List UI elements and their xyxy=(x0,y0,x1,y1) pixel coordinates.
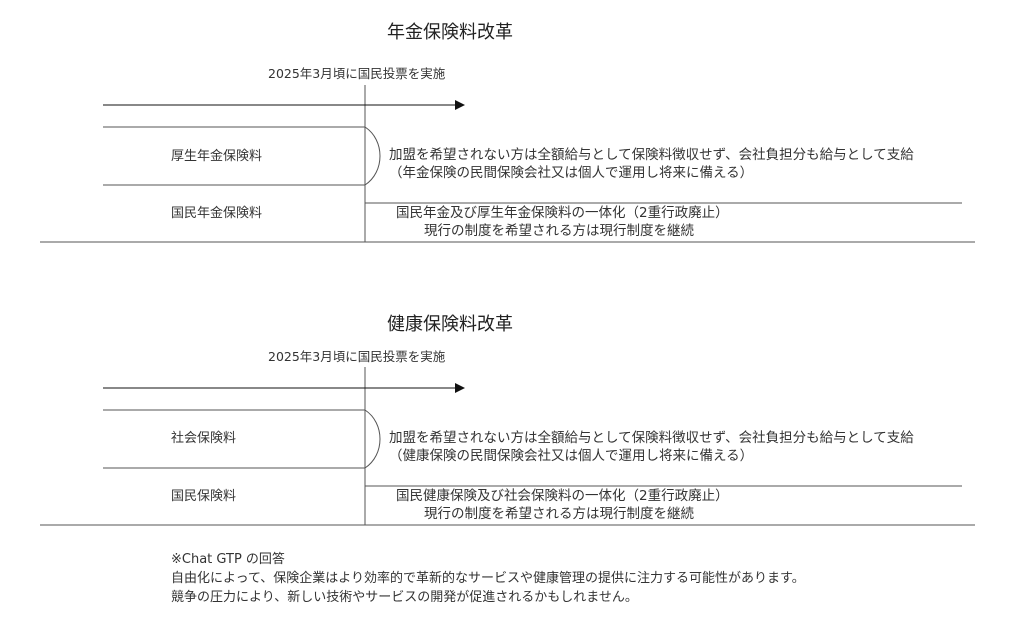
pension-row2-label: 国民年金保険料 xyxy=(171,206,263,221)
health-title: 健康保険料改革 xyxy=(387,314,513,335)
note-heading: ※Chat GTP の回答 xyxy=(171,552,285,567)
pension-row1-label: 厚生年金保険料 xyxy=(171,149,263,164)
note-line2: 競争の圧力により、新しい技術やサービスの開発が促進されるかもしれません。 xyxy=(171,590,638,605)
health-desc1-line1: 加盟を希望されない方は全額給与として保険料徴収せず、会社負担分も給与として支給 xyxy=(389,430,914,446)
pension-desc1-line1: 加盟を希望されない方は全額給与として保険料徴収せず、会社負担分も給与として支給 xyxy=(389,147,914,163)
note-line1: 自由化によって、保険企業はより効率的で革新的なサービスや健康管理の提供に注力する… xyxy=(171,571,805,586)
pension-title: 年金保険料改革 xyxy=(387,22,513,43)
pension-desc1-line2: （年金保険の民間保険会社又は個人で運用し将来に備える） xyxy=(389,165,754,181)
health-desc2-line2: 現行の制度を希望される方は現行制度を継続 xyxy=(424,506,694,522)
pension-desc2-line1: 国民年金及び厚生年金保険料の一体化（2重行政廃止） xyxy=(396,205,729,221)
health-row1-label: 社会保険料 xyxy=(171,431,237,446)
pension-desc2-line2: 現行の制度を希望される方は現行制度を継続 xyxy=(424,223,694,239)
health-row2-label: 国民保険料 xyxy=(171,489,237,504)
health-diagram-lines xyxy=(40,367,975,526)
pension-diagram-lines xyxy=(40,85,975,243)
pension-curved-connector xyxy=(364,126,381,186)
pension-timeline-label: 2025年3月頃に国民投票を実施 xyxy=(268,66,446,81)
health-timeline-label: 2025年3月頃に国民投票を実施 xyxy=(268,349,446,364)
health-desc1-line2: （健康保険の民間保険会社又は個人で運用し将来に備える） xyxy=(389,448,754,464)
health-desc2-line1: 国民健康保険及び社会保険料の一体化（2重行政廃止） xyxy=(396,488,729,504)
health-curved-connector xyxy=(364,409,381,469)
